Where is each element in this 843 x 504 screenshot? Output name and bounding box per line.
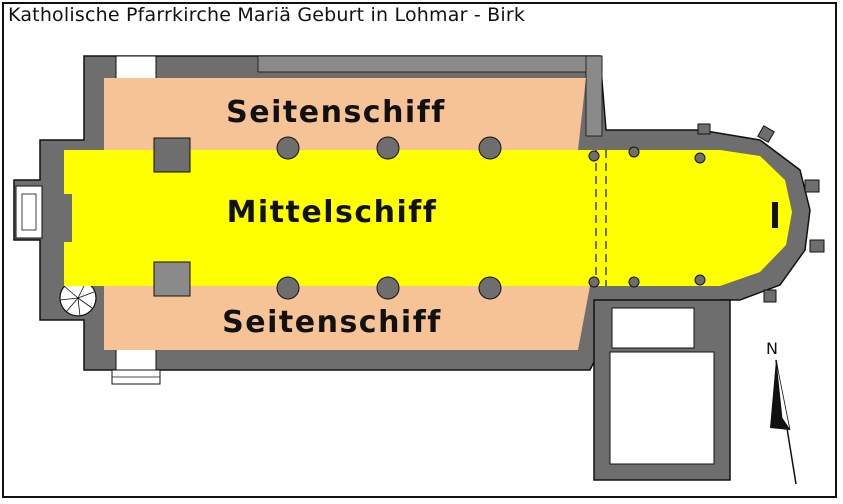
hatched-wall	[257, 55, 603, 73]
column	[276, 276, 300, 300]
altar-mark	[772, 202, 778, 228]
south-aisle-label: Seitenschiff	[222, 305, 442, 340]
west-steps	[15, 185, 43, 239]
nave-area	[64, 150, 792, 286]
north-aisle-area	[104, 78, 586, 150]
column	[376, 276, 400, 300]
north-arrow-label: N	[766, 339, 778, 358]
north-aisle-label: Seitenschiff	[226, 95, 446, 130]
south-aisle-area	[104, 286, 590, 350]
nave-label: Mittelschiff	[227, 195, 438, 230]
column	[478, 136, 502, 160]
plan-title: Katholische Pfarrkirche Mariä Geburt in …	[8, 4, 526, 26]
north-porch	[115, 55, 157, 81]
interior-zones	[64, 78, 792, 350]
column	[153, 261, 191, 297]
sacristy-room	[609, 351, 715, 465]
column	[478, 276, 502, 300]
columns	[153, 136, 706, 300]
sacristy-small-room	[611, 307, 695, 349]
column	[276, 136, 300, 160]
column	[153, 137, 191, 173]
north-arrow: N	[766, 339, 797, 485]
column	[376, 136, 400, 160]
